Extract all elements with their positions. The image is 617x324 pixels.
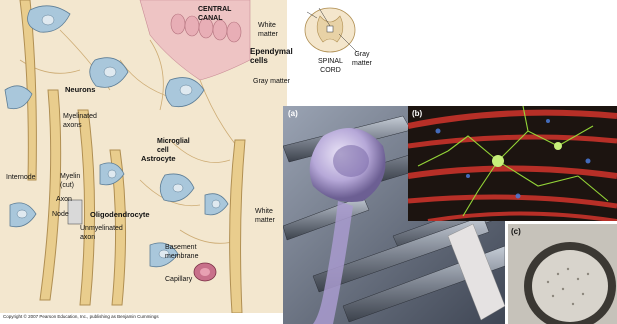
label-astrocyte: Astrocyte bbox=[141, 155, 176, 163]
label-myelin-cut: Myelin (cut) bbox=[60, 172, 80, 190]
label-axon: Axon bbox=[56, 196, 72, 203]
label-microglial-cell: Microglial cell bbox=[157, 137, 190, 155]
label-white-matter-top: White matter bbox=[258, 21, 278, 39]
label-gray-matter-inset: Gray matter bbox=[352, 50, 372, 68]
label-internode: Internode bbox=[6, 174, 36, 181]
label-white-matter: White matter bbox=[255, 207, 275, 225]
panel-b-micrograph bbox=[408, 106, 617, 221]
spinal-cord-inset bbox=[287, 0, 397, 95]
panel-c-electron-micrograph bbox=[508, 224, 617, 324]
label-central-canal: CENTRAL CANAL bbox=[198, 5, 231, 23]
label-unmyelinated-axon: Unmyelinated axon bbox=[80, 224, 123, 242]
label-myelinated-axons: Myelinated axons bbox=[63, 112, 97, 130]
label-ependymal-cells: Ependymal cells bbox=[250, 47, 293, 65]
copyright-notice: Copyright © 2007 Pearson Education, Inc.… bbox=[3, 314, 159, 319]
label-neurons: Neurons bbox=[65, 86, 95, 94]
micrograph-art bbox=[408, 106, 617, 221]
panel-c-tag: (c) bbox=[511, 228, 521, 236]
label-gray-matter: Gray matter bbox=[253, 78, 290, 85]
label-oligodendrocyte: Oligodendrocyte bbox=[90, 211, 150, 219]
electron-micrograph-art bbox=[508, 224, 617, 324]
label-capillary: Capillary bbox=[165, 276, 192, 283]
panel-a-tag: (a) bbox=[288, 110, 298, 118]
label-basement-membrane: Basement membrane bbox=[165, 243, 198, 261]
spinal-cord-drawing bbox=[287, 0, 397, 95]
label-node: Node bbox=[52, 211, 69, 218]
panel-b-tag: (b) bbox=[412, 110, 422, 118]
label-spinal-cord: SPINAL CORD bbox=[318, 57, 343, 75]
